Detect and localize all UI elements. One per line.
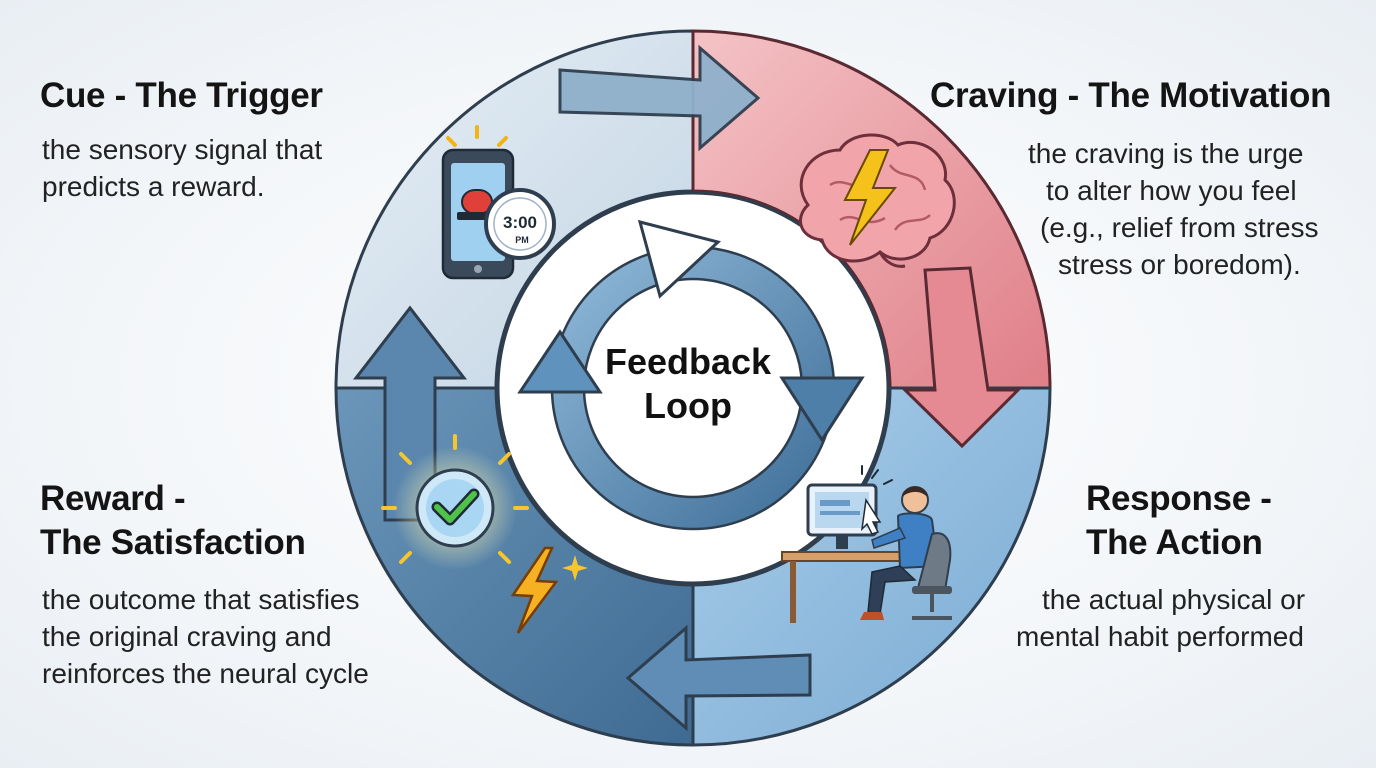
reward-title: Reward - The Satisfaction xyxy=(40,477,306,565)
reward-description: the outcome that satisfies the original … xyxy=(42,581,369,692)
clock-time-text: 3:00 xyxy=(503,213,537,232)
feedback-loop-line2: Loop xyxy=(644,385,732,426)
response-title-line-2: The Action xyxy=(1086,523,1263,562)
cue-desc-line-1: the sensory signal that xyxy=(42,134,323,165)
craving-desc-line-3: (e.g., relief from stress xyxy=(1040,212,1319,243)
arrow-craving-to-response xyxy=(901,266,1022,449)
feedback-arrowhead-top xyxy=(637,219,722,299)
checkmark-lightning-icon xyxy=(381,434,588,634)
craving-title: Craving - The Motivation xyxy=(930,76,1332,115)
feedback-arrowhead-right xyxy=(779,376,865,443)
clock-meridiem-text: PM xyxy=(515,235,529,245)
reward-desc-line-3: reinforces the neural cycle xyxy=(42,658,369,689)
brain-lightning-icon xyxy=(798,133,956,268)
craving-desc-line-1: the craving is the urge xyxy=(1028,138,1304,169)
reward-title-line-2: The Satisfaction xyxy=(40,523,306,562)
arrow-cue-to-craving xyxy=(558,44,761,152)
feedback-loop-line1: Feedback xyxy=(604,341,772,382)
arrow-response-to-reward xyxy=(625,624,812,732)
feedback-loop-label: Feedback Loop xyxy=(588,340,788,428)
craving-desc-line-2: to alter how you feel xyxy=(1046,175,1297,206)
craving-desc-line-4: stress or boredom). xyxy=(1058,249,1301,280)
craving-description: the craving is the urge to alter how you… xyxy=(1028,135,1319,283)
response-title: Response - The Action xyxy=(1086,477,1272,565)
cue-title: Cue - The Trigger xyxy=(40,76,323,115)
response-desc-line-2: mental habit performed xyxy=(1016,621,1304,652)
reward-desc-line-1: the outcome that satisfies xyxy=(42,584,360,615)
response-description: the actual physical or mental habit perf… xyxy=(1016,581,1305,655)
reward-title-line-1: Reward - xyxy=(40,479,186,518)
phone-alarm-clock-icon: 3:00 PM xyxy=(441,125,556,280)
feedback-arrowhead-left xyxy=(517,329,603,394)
cue-desc-line-2: predicts a reward. xyxy=(42,171,265,202)
cue-description: the sensory signal that predicts a rewar… xyxy=(42,131,322,205)
response-desc-line-1: the actual physical or xyxy=(1042,584,1306,615)
reward-desc-line-2: the original craving and xyxy=(42,621,332,652)
person-at-computer-icon xyxy=(781,465,952,623)
response-title-line-1: Response - xyxy=(1086,479,1272,518)
